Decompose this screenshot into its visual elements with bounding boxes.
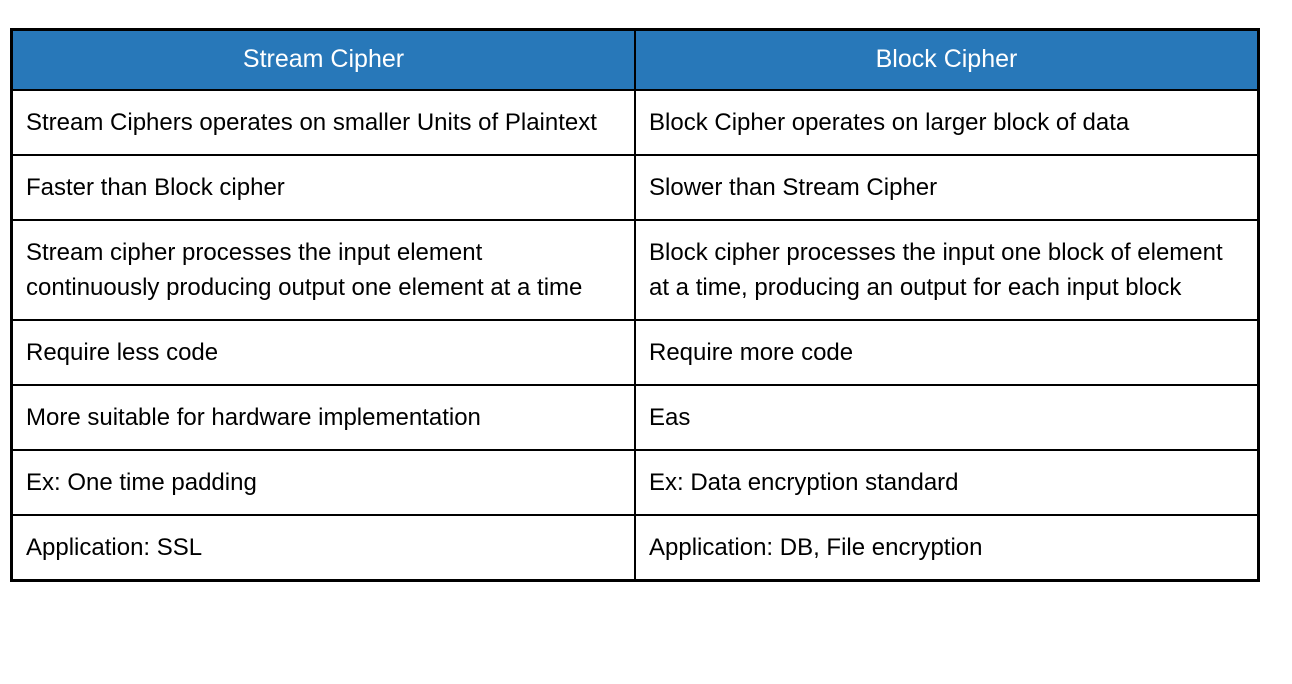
cell-block-units: Block Cipher operates on larger block of… [634,88,1260,156]
column-header-block-cipher: Block Cipher [634,28,1260,91]
cipher-comparison-table-container: Stream Cipher Block Cipher Stream Cipher… [10,28,1260,582]
cell-block-processing: Block cipher processes the input one blo… [634,218,1260,321]
cipher-comparison-table: Stream Cipher Block Cipher Stream Cipher… [10,28,1260,582]
table-row-units: Stream Ciphers operates on smaller Units… [10,88,1260,156]
header-row: Stream Cipher Block Cipher [10,28,1260,91]
cell-block-application: Application: DB, File encryption [634,513,1260,581]
cell-block-suitability: Eas [634,383,1260,451]
cell-stream-suitability: More suitable for hardware implementatio… [10,383,636,451]
cell-stream-units: Stream Ciphers operates on smaller Units… [10,88,636,156]
cell-stream-example: Ex: One time padding [10,448,636,516]
column-header-stream-cipher: Stream Cipher [10,28,636,91]
table-row-suitability: More suitable for hardware implementatio… [10,383,1260,451]
cell-stream-processing: Stream cipher processes the input elemen… [10,218,636,321]
table-row-application: Application: SSL Application: DB, File e… [10,513,1260,581]
cell-stream-application: Application: SSL [10,513,636,581]
table-row-speed: Faster than Block cipher Slower than Str… [10,153,1260,221]
cell-block-example: Ex: Data encryption standard [634,448,1260,516]
cell-block-speed: Slower than Stream Cipher [634,153,1260,221]
cell-stream-code: Require less code [10,318,636,386]
table-row-processing: Stream cipher processes the input elemen… [10,218,1260,321]
table-body: Stream Ciphers operates on smaller Units… [10,88,1260,581]
table-row-code: Require less code Require more code [10,318,1260,386]
table-header: Stream Cipher Block Cipher [10,28,1260,91]
cell-block-code: Require more code [634,318,1260,386]
cell-stream-speed: Faster than Block cipher [10,153,636,221]
table-row-example: Ex: One time padding Ex: Data encryption… [10,448,1260,516]
